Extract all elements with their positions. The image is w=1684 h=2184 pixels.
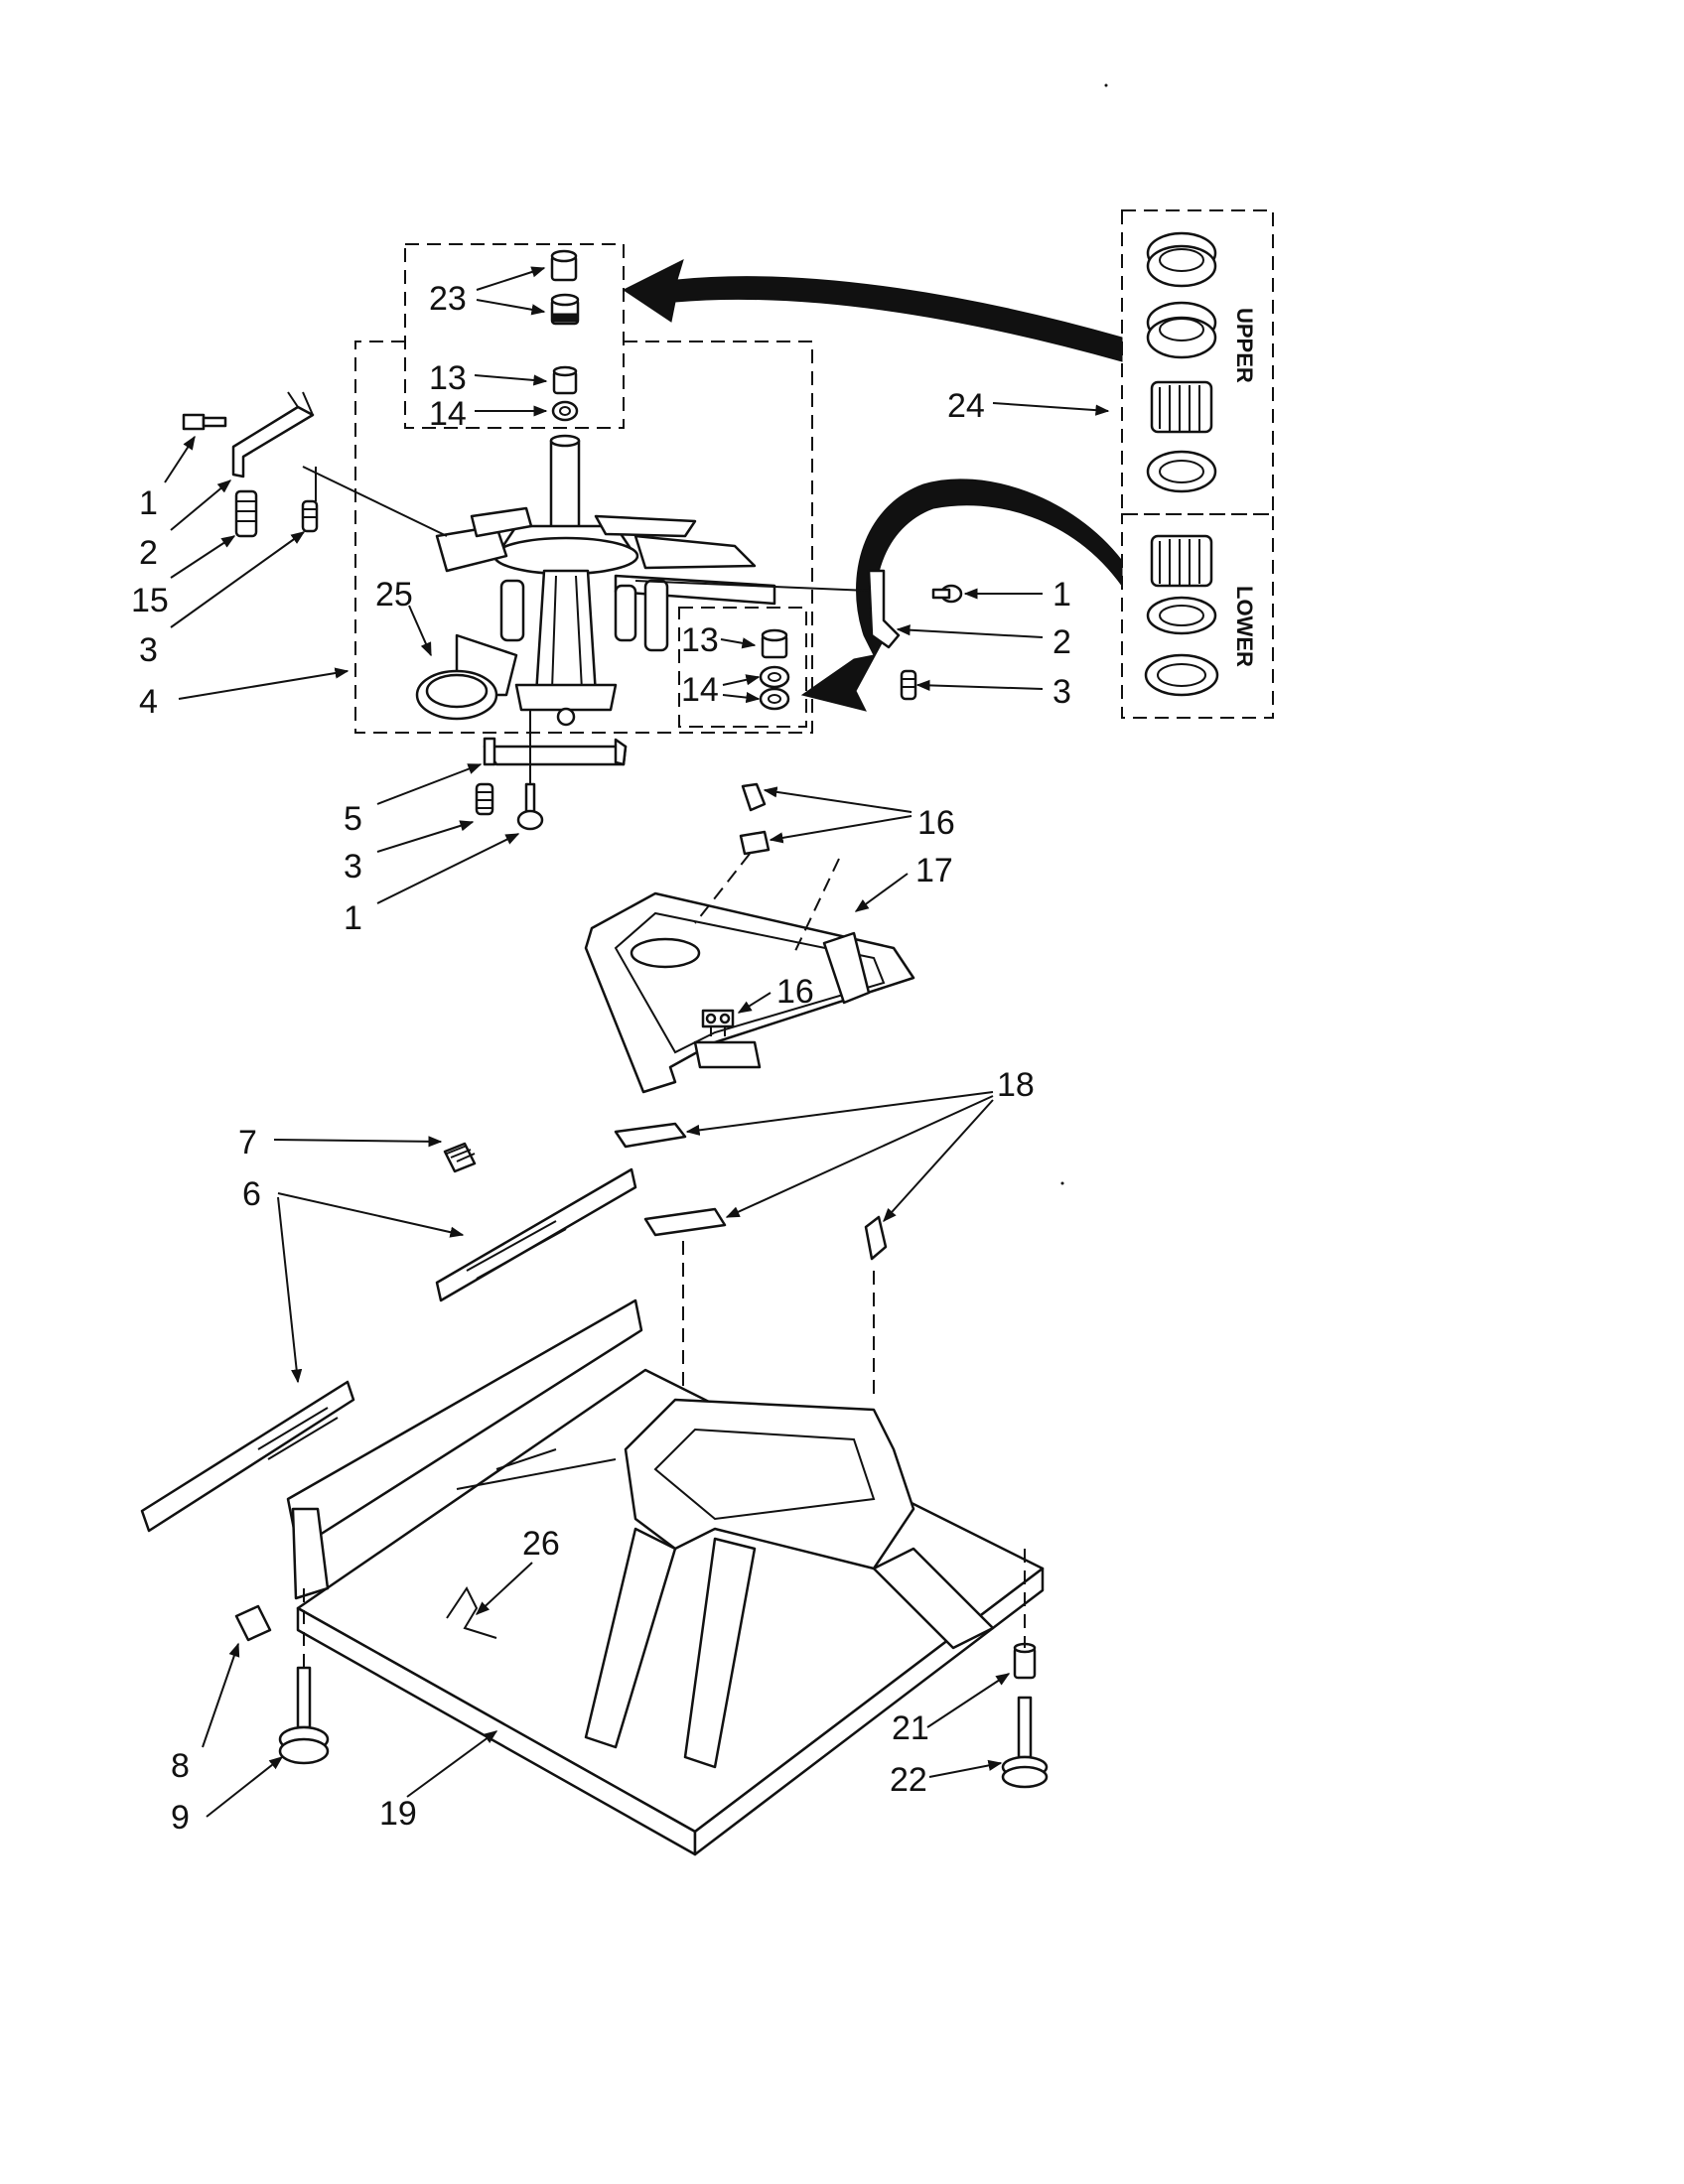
bar-6-upper xyxy=(435,1167,637,1302)
spring-15 xyxy=(234,489,258,538)
callout-4: 4 xyxy=(139,683,158,721)
callout-17: 17 xyxy=(915,852,953,889)
bolt-1-bottom xyxy=(516,782,544,831)
callout-3: 3 xyxy=(139,631,158,669)
seal-ring-25 xyxy=(415,633,518,721)
callout-24: 24 xyxy=(947,387,985,425)
bushing-23-bottom xyxy=(550,293,580,326)
callout-1: 1 xyxy=(1052,576,1071,614)
callout-8: 8 xyxy=(171,1747,190,1785)
bushing-13-lower xyxy=(761,628,788,659)
bracket-2-right xyxy=(867,569,901,649)
spring-7 xyxy=(443,1142,477,1173)
upper-bushing-box xyxy=(404,243,625,429)
upper-kit-arrow xyxy=(623,259,1123,362)
callout-3: 3 xyxy=(1052,673,1071,711)
callout-2: 2 xyxy=(139,534,158,572)
speck xyxy=(1104,83,1108,87)
lower-bushing-box xyxy=(678,607,807,728)
callout-16: 16 xyxy=(917,804,955,842)
pad-18-a xyxy=(614,1122,687,1149)
bushing-23-top xyxy=(550,249,578,282)
callout-26: 26 xyxy=(522,1525,560,1563)
pad-18-b xyxy=(643,1207,727,1237)
callout-14: 14 xyxy=(429,395,467,433)
washer-14-upper xyxy=(551,400,579,422)
bracket-2-left xyxy=(231,391,315,478)
spring-3-left xyxy=(301,499,319,533)
callout-18: 18 xyxy=(997,1066,1035,1104)
kit-box-lower xyxy=(1121,513,1274,719)
clip-16-top xyxy=(741,782,767,812)
leaders xyxy=(164,266,1110,1818)
callout-21: 21 xyxy=(892,1709,929,1747)
pin-8 xyxy=(234,1604,272,1642)
callout-1: 1 xyxy=(344,899,362,937)
spring-3-right xyxy=(900,669,917,701)
callout-14: 14 xyxy=(681,671,719,709)
tub-support-17 xyxy=(584,891,915,1094)
clip-16-bottom xyxy=(701,1009,735,1036)
base-frame-19 xyxy=(286,1298,1045,1856)
kit-label-lower: LOWER xyxy=(1232,586,1257,667)
clip-dash-16 xyxy=(694,853,840,954)
pad-18-c xyxy=(864,1215,888,1261)
sleeve-21 xyxy=(1013,1642,1037,1680)
bolt-1-right xyxy=(931,584,963,604)
callout-16: 16 xyxy=(776,973,814,1011)
kit-label-upper: UPPER xyxy=(1232,308,1257,383)
washer-14-lower-b xyxy=(759,687,790,711)
bar-6-lower xyxy=(140,1380,355,1533)
bushing-13-upper xyxy=(552,365,578,395)
callout-5: 5 xyxy=(344,800,362,838)
callout-15: 15 xyxy=(131,582,169,619)
leg-9 xyxy=(278,1666,330,1765)
link-line-left xyxy=(302,466,448,537)
link-line-right xyxy=(634,580,870,592)
clip-16-middle xyxy=(739,830,771,856)
callout-19: 19 xyxy=(379,1795,417,1833)
callout-9: 9 xyxy=(171,1799,190,1837)
callout-2: 2 xyxy=(1052,623,1071,661)
mechanism-box xyxy=(354,341,813,734)
kit-24-parts xyxy=(1144,231,1219,697)
bracket-5 xyxy=(483,737,628,766)
callout-25: 25 xyxy=(375,576,413,614)
speck xyxy=(1060,1181,1064,1185)
washer-14-lower-a xyxy=(759,665,790,689)
callout-6: 6 xyxy=(242,1175,261,1213)
drive-mechanism-4 xyxy=(435,434,776,727)
callout-1: 1 xyxy=(139,484,158,522)
lower-kit-arrow xyxy=(800,478,1123,712)
callout-13: 13 xyxy=(429,359,467,397)
callout-22: 22 xyxy=(890,1761,927,1799)
spring-3-bottom xyxy=(475,782,494,816)
bolt-1-left xyxy=(182,413,227,431)
callout-13: 13 xyxy=(681,621,719,659)
callout-7: 7 xyxy=(238,1124,257,1161)
callout-3: 3 xyxy=(344,848,362,886)
callout-23: 23 xyxy=(429,280,467,318)
leg-22 xyxy=(1001,1696,1049,1789)
